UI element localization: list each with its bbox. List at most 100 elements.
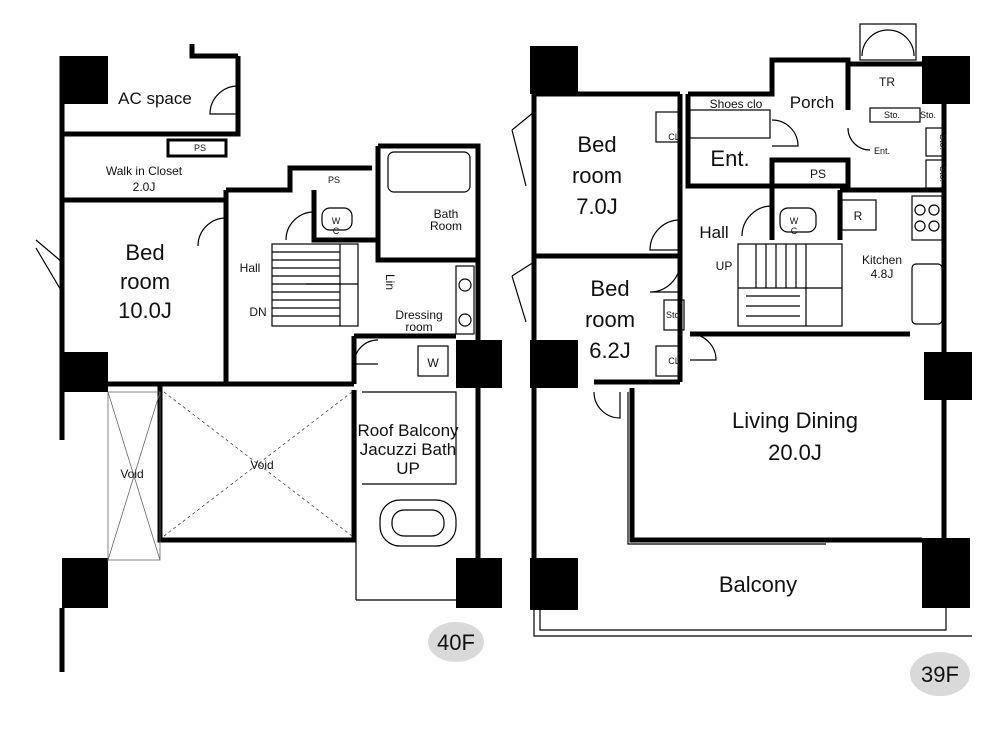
room-label-storage: Sto. [938, 166, 948, 182]
stairs-40f [271, 243, 359, 327]
room-label-ps: PS [194, 143, 206, 153]
door-swing [649, 219, 681, 251]
bay-window [511, 261, 535, 323]
room-label-lin: Lin [383, 274, 397, 290]
door-swing [689, 333, 717, 361]
room-size-bedroom: 10.0J [118, 298, 172, 323]
column [62, 352, 108, 392]
room-label-wc-2: C [791, 226, 798, 236]
column [456, 558, 502, 608]
room-label-cl2: CL [668, 356, 680, 366]
bathtub [387, 151, 471, 193]
room-label-shoes-closet: Shoes clo [710, 97, 763, 111]
column [62, 56, 108, 104]
balcony-rail-inner [539, 608, 947, 631]
stair-label-dn: DN [249, 305, 266, 319]
entrance-door-area [859, 23, 917, 61]
room-size-kitchen: 4.8J [871, 267, 894, 281]
room-label-ent-small: Ent. [874, 146, 890, 156]
room-size-living-dining: 20.0J [768, 440, 822, 465]
room-label-dressing: Dressing [395, 308, 442, 322]
door-swing [197, 217, 227, 247]
room-label-wc: W [790, 216, 799, 226]
room-label-storage-small: Sto. [666, 310, 682, 320]
room-label-ac-space: AC space [118, 89, 192, 108]
column [62, 558, 108, 608]
area-label-jacuzzi-bath: Jacuzzi Bath [360, 440, 456, 459]
window-line [627, 392, 826, 545]
room-label-washer: W [427, 356, 439, 370]
room-label-ps: PS [810, 167, 826, 181]
toilet [321, 207, 353, 231]
column [456, 340, 502, 388]
door-swing [847, 127, 871, 151]
door-swing [593, 391, 621, 419]
balcony-rail [533, 610, 972, 637]
floor-39f: Bed room 7.0J CL Shoes clo Porch TR Sto.… [511, 23, 972, 696]
closet [655, 345, 681, 377]
vanity [455, 265, 475, 335]
room-label-hall: Hall [699, 223, 728, 242]
jacuzzi-tub [379, 499, 457, 547]
room-label-walk-in-closet: Walk in Closet [106, 164, 183, 178]
washer [417, 345, 449, 377]
wall [226, 165, 372, 193]
floor-40f: AC space PS Walk in Closet 2.0J Bed room… [35, 44, 502, 672]
area-label-roof-up: UP [396, 459, 420, 478]
storage [925, 159, 945, 189]
wall [166, 138, 228, 158]
room-label-bedroom7-line1: Bed [577, 132, 616, 157]
room-label-porch: Porch [790, 93, 834, 112]
wall [375, 146, 478, 263]
room-label-wc-2: C [333, 226, 340, 236]
stair-label-up: UP [716, 259, 733, 273]
burner [928, 204, 940, 216]
bay-window [511, 111, 535, 187]
room-label-wc: W [332, 216, 341, 226]
column [922, 538, 970, 608]
storage [925, 127, 945, 157]
sink [458, 313, 472, 327]
room-label-bedroom6-line1: Bed [590, 276, 629, 301]
door-swing [209, 85, 239, 115]
storage [869, 107, 921, 123]
room-label-living-dining: Living Dining [732, 408, 858, 433]
wall [189, 44, 238, 59]
room-label-storage: Sto. [938, 134, 948, 150]
roof-balcony-steps [362, 391, 457, 485]
room-label-dressing-room: room [405, 320, 432, 334]
floor-badge-bg [910, 652, 970, 696]
room-label-bedroom-line1: Bed [125, 240, 164, 265]
burner [914, 204, 926, 216]
area-label-balcony: Balcony [719, 572, 797, 597]
door-swing [861, 29, 915, 57]
room-label-kitchen: Kitchen [862, 253, 902, 267]
room-label-bedroom7-line2: room [572, 163, 622, 188]
column [924, 352, 972, 400]
wall [62, 56, 241, 137]
area-label-void-left: Void [120, 467, 143, 481]
room-size-walk-in-closet: 2.0J [133, 180, 156, 194]
room-label-cl: CL [668, 132, 680, 142]
kitchen-sink [911, 263, 943, 325]
column [530, 46, 578, 94]
room-label-ps2: PS [328, 175, 340, 185]
door-swing [771, 119, 799, 147]
floor-badge-39f: 39F [921, 662, 959, 687]
floor-badge-bg [428, 622, 484, 662]
door-swing [741, 205, 773, 237]
wall [378, 143, 481, 340]
shoe-closet [689, 109, 771, 139]
room-label-bedroom-line2: room [120, 269, 170, 294]
column [922, 56, 970, 104]
void-left-cross [107, 391, 161, 561]
refrigerator [841, 199, 877, 231]
toilet [779, 207, 817, 233]
column [530, 558, 578, 610]
room-label-bedroom6-line2: room [585, 307, 635, 332]
stairs-39f [737, 243, 843, 327]
room-size-bedroom7: 7.0J [576, 194, 618, 219]
sink [458, 278, 472, 292]
burner [914, 220, 926, 232]
